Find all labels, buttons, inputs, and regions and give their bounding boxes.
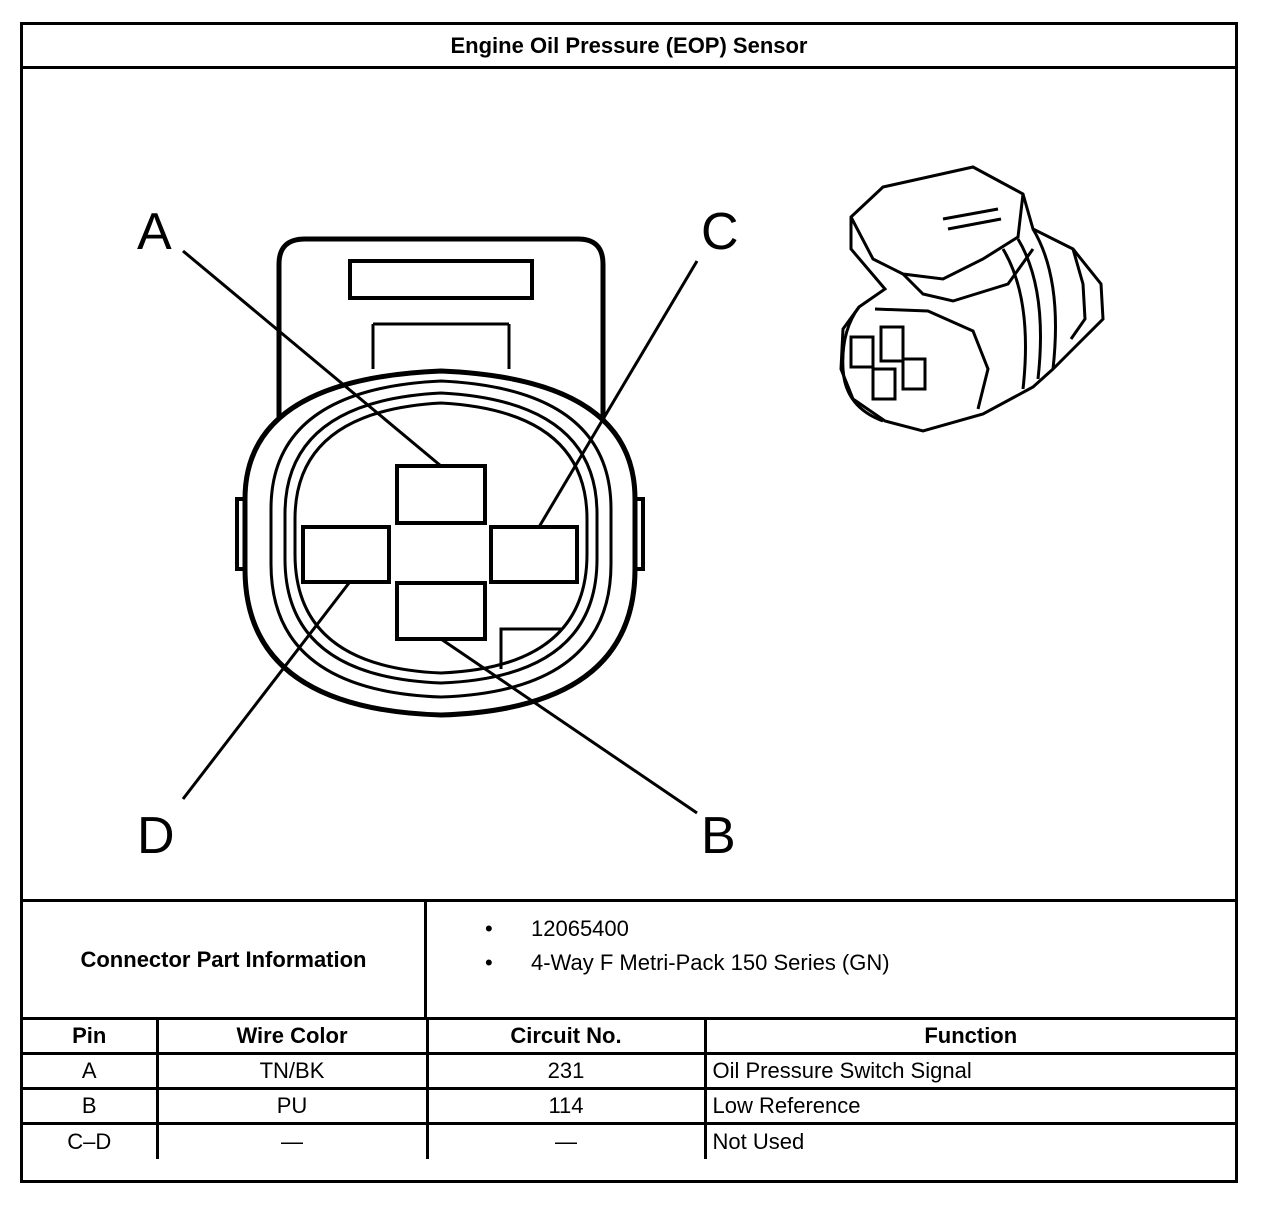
cell-pin: C–D xyxy=(23,1122,159,1159)
list-item: • 12065400 xyxy=(485,912,890,946)
cell-wire-color: PU xyxy=(155,1087,429,1125)
header-circuit-no: Circuit No. xyxy=(425,1017,707,1055)
part-number: 12065400 xyxy=(531,916,629,941)
cell-pin: B xyxy=(23,1087,159,1125)
header-wire-color: Wire Color xyxy=(155,1017,429,1055)
connector-face-svg: A C D B xyxy=(137,165,1105,865)
cell-wire-color: TN/BK xyxy=(155,1052,429,1090)
header-function: Function xyxy=(703,1017,1235,1055)
pin-table: Pin Wire Color Circuit No. Function A TN… xyxy=(23,1017,1235,1159)
connector-face-icon xyxy=(235,236,645,718)
pin-label-a: A xyxy=(137,203,172,261)
pin-leader-lines xyxy=(181,249,699,815)
cell-wire-color: — xyxy=(155,1122,429,1159)
header-pin: Pin xyxy=(23,1017,159,1055)
table-row: A TN/BK 231 Oil Pressure Switch Signal xyxy=(23,1052,1235,1090)
cell-function: Oil Pressure Switch Signal xyxy=(703,1052,1235,1090)
cell-circuit-no: 114 xyxy=(425,1087,707,1125)
connector-diagram: A C D B xyxy=(23,69,1235,899)
table-row: B PU 114 Low Reference xyxy=(23,1087,1235,1125)
document-frame: Engine Oil Pressure (EOP) Sensor xyxy=(20,22,1238,1183)
pin-label-c: C xyxy=(701,203,739,261)
connector-part-info: Connector Part Information • 12065400 • 4-… xyxy=(23,899,1235,1017)
table-header-row: Pin Wire Color Circuit No. Function xyxy=(23,1017,1235,1055)
pin-label-b: B xyxy=(701,807,736,865)
connector-3d-icon xyxy=(839,165,1105,433)
cell-function: Low Reference xyxy=(703,1087,1235,1125)
table-row: C–D — — Not Used xyxy=(23,1122,1235,1159)
connector-info-list: • 12065400 • 4-Way F Metri-Pack 150 Series… xyxy=(485,912,890,980)
connector-info-values: • 12065400 • 4-Way F Metri-Pack 150 Series… xyxy=(427,902,1235,1017)
connector-info-label: Connector Part Information xyxy=(23,902,427,1017)
cell-function: Not Used xyxy=(703,1122,1235,1159)
bullet-icon: • xyxy=(485,916,493,941)
list-item: • 4-Way F Metri-Pack 150 Series (GN) xyxy=(485,946,890,980)
connector-series: 4-Way F Metri-Pack 150 Series (GN) xyxy=(531,950,890,975)
page-title: Engine Oil Pressure (EOP) Sensor xyxy=(23,25,1235,69)
bullet-icon: • xyxy=(485,950,493,975)
cell-pin: A xyxy=(23,1052,159,1090)
cell-circuit-no: — xyxy=(425,1122,707,1159)
pin-label-d: D xyxy=(137,807,175,865)
cell-circuit-no: 231 xyxy=(425,1052,707,1090)
